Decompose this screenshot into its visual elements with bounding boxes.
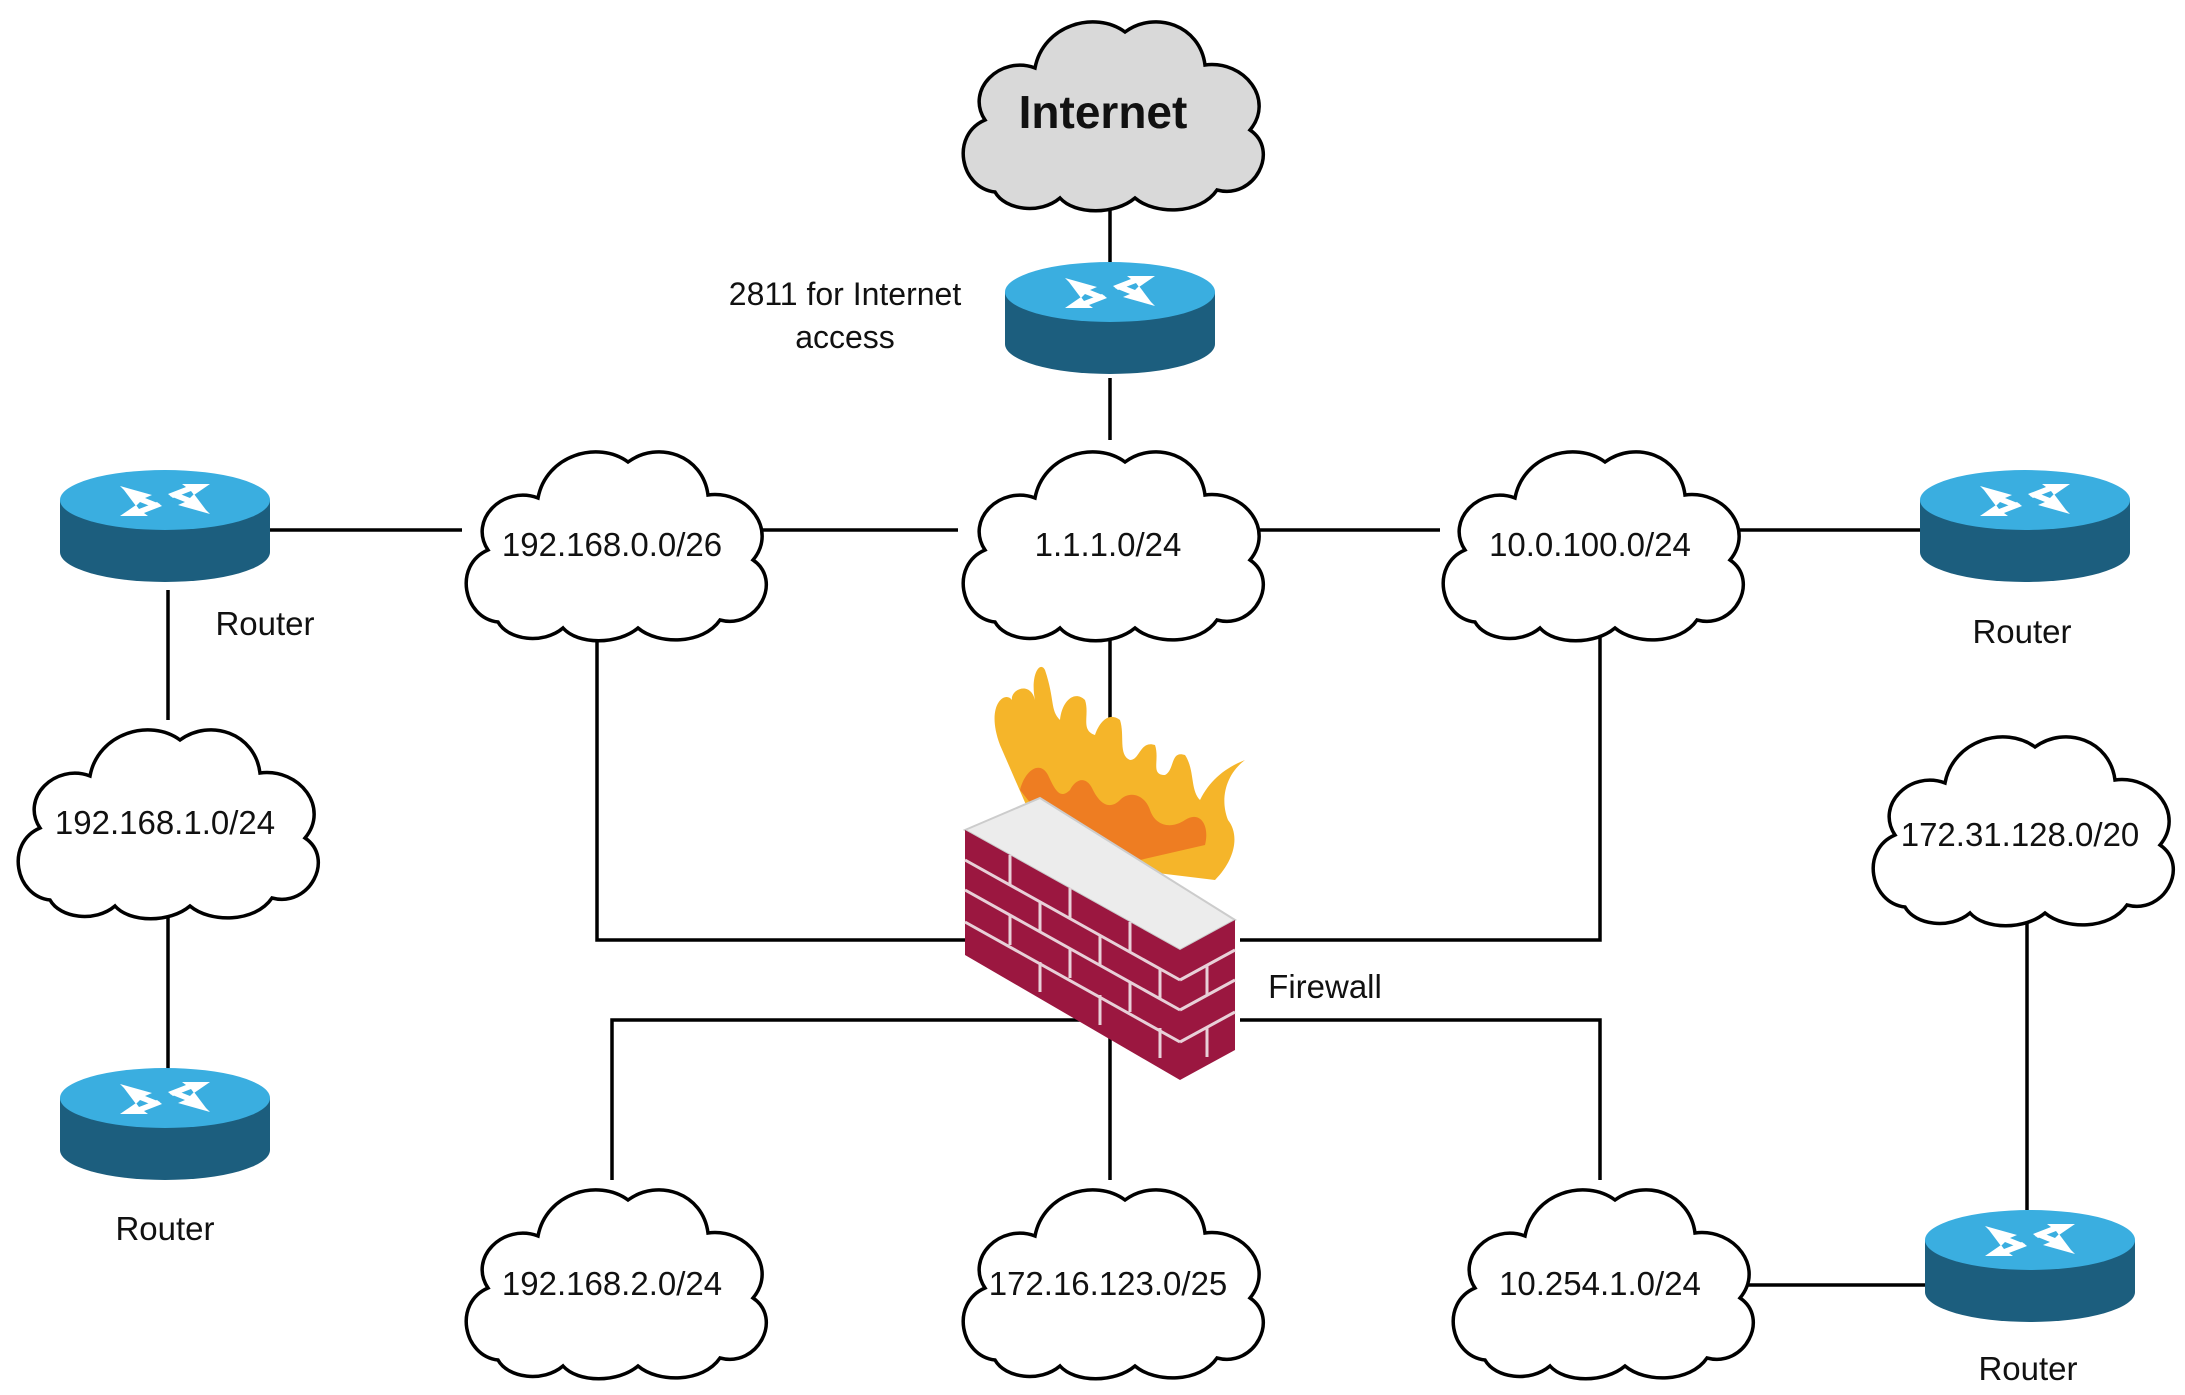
gateway-router-icon (1005, 262, 1215, 374)
network-label-172-31-128-0: 172.31.128.0/20 (1901, 816, 2140, 853)
network-label-192-168-2-0: 192.168.2.0/24 (502, 1265, 722, 1302)
router-icon-right-top (1920, 470, 2130, 582)
connection-lines (166, 190, 2029, 1287)
router-label-right-bottom: Router (1978, 1350, 2077, 1387)
network-label-10-254-1-0: 10.254.1.0/24 (1499, 1265, 1701, 1302)
firewall-icon (962, 666, 1245, 1080)
network-label-1-1-1-0: 1.1.1.0/24 (1035, 526, 1182, 563)
network-label-10-0-100-0: 10.0.100.0/24 (1489, 526, 1691, 563)
network-label-192-168-0-0: 192.168.0.0/26 (502, 526, 722, 563)
gateway-router-label: 2811 for Internet (729, 276, 962, 312)
router-label-right-top: Router (1972, 613, 2071, 650)
router-label-left-bottom: Router (115, 1210, 214, 1247)
firewall-label: Firewall (1268, 968, 1382, 1005)
router-label-left-top: Router (215, 605, 314, 642)
router-icon-left-top (60, 470, 270, 582)
router-icon-right-bottom (1925, 1210, 2135, 1322)
router-icon-left-bottom (60, 1068, 270, 1180)
network-label-192-168-1-0: 192.168.1.0/24 (55, 804, 275, 841)
internet-label: Internet (1019, 86, 1188, 138)
network-label-172-16-123-0: 172.16.123.0/25 (989, 1265, 1228, 1302)
gateway-router-label-line2: access (795, 319, 895, 355)
